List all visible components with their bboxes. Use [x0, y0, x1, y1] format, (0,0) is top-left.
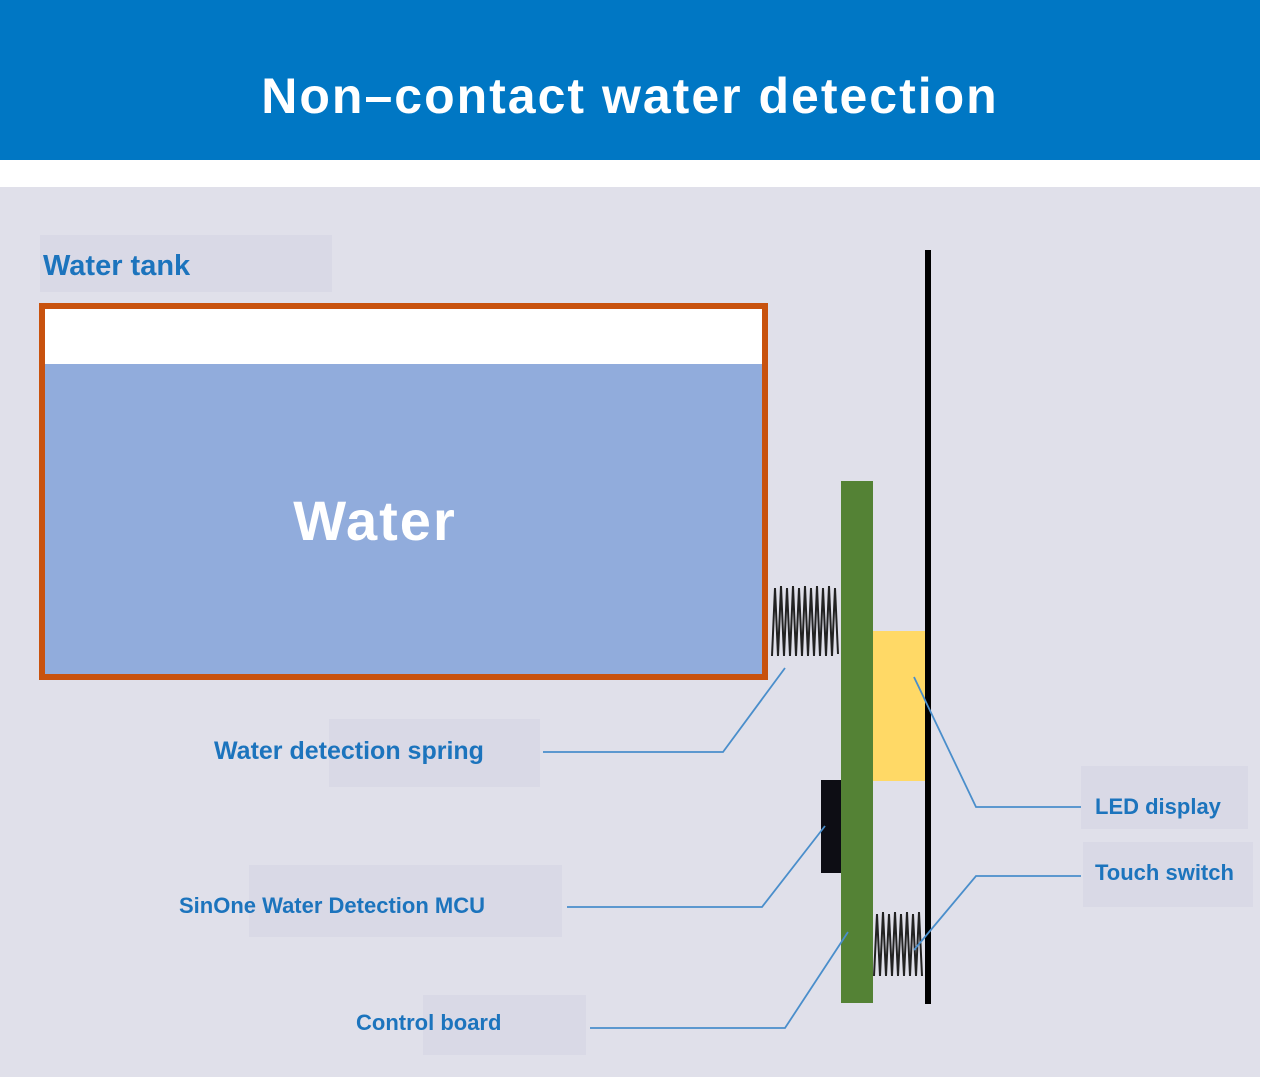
touch-switch-label: Touch switch	[1095, 860, 1234, 885]
mcu-chip	[821, 780, 841, 873]
mcu-leader-line	[567, 825, 826, 908]
spring-label-box	[329, 719, 540, 787]
mcu-label: SinOne Water Detection MCU	[179, 893, 485, 918]
water-label: Water	[293, 489, 457, 552]
led-leader-line	[913, 676, 1081, 808]
control-board	[841, 481, 873, 1003]
water-tank	[39, 303, 768, 680]
title-banner: Non–contact water detection	[0, 0, 1260, 160]
control-board-label: Control board	[356, 1010, 502, 1035]
led-display-label: LED display	[1095, 794, 1221, 819]
led-label-box	[1081, 766, 1248, 829]
water-tank-label: Water tank	[43, 250, 191, 282]
page-title: Non–contact water detection	[261, 68, 999, 124]
touch-leader-line	[913, 875, 1081, 951]
water-detection-spring	[771, 585, 839, 657]
touch-switch-spring	[873, 911, 923, 977]
touch-label-box	[1083, 842, 1253, 907]
led-display	[873, 631, 926, 781]
mcu-label-box	[249, 865, 562, 937]
water-body	[44, 364, 764, 676]
front-panel	[925, 250, 931, 1004]
control-board-label-box	[423, 995, 586, 1055]
spring-leader-line	[543, 667, 786, 753]
tank-label-box	[40, 235, 332, 292]
spring-label: Water detection spring	[214, 737, 484, 765]
control-board-leader-line	[590, 931, 849, 1029]
